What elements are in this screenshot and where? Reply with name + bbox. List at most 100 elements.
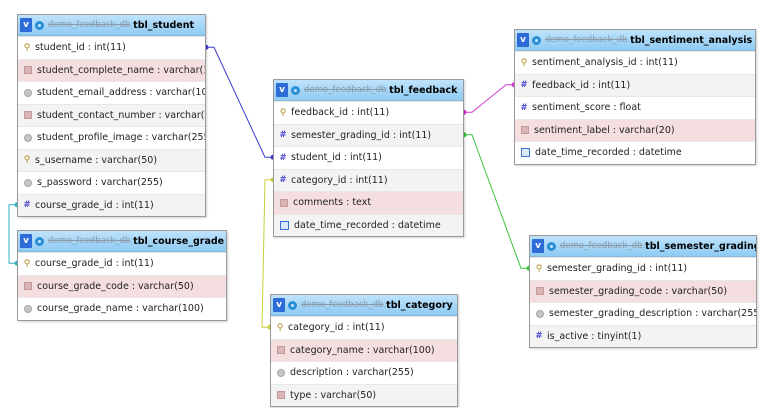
column-definition: student_complete_name : varchar(150) bbox=[37, 64, 205, 76]
nullable-icon bbox=[521, 126, 529, 135]
column-definition: s_username : varchar(50) bbox=[35, 154, 158, 166]
column-row[interactable]: ⚲category_id : int(11) bbox=[271, 316, 457, 339]
column-row[interactable]: s_password : varchar(255) bbox=[18, 171, 205, 194]
column-row[interactable]: student_contact_number : varchar(20) bbox=[18, 103, 205, 126]
key-icon: ⚲ bbox=[23, 258, 31, 269]
column-definition: student_id : int(11) bbox=[35, 42, 126, 54]
column-definition: course_grade_name : varchar(100) bbox=[37, 303, 204, 315]
column-row[interactable]: category_name : varchar(100) bbox=[271, 338, 457, 361]
numeric-hash-icon: # bbox=[279, 152, 287, 163]
toggle-view-button[interactable]: v bbox=[276, 83, 288, 97]
column-row[interactable]: ⚲ course_grade_id : int(11) bbox=[18, 252, 226, 275]
column-row[interactable]: date_time_recorded : datetime bbox=[515, 141, 755, 164]
datetime-icon bbox=[521, 148, 530, 158]
column-definition: date_time_recorded : datetime bbox=[294, 219, 441, 231]
column-row[interactable]: sentiment_label : varchar(20) bbox=[515, 118, 755, 141]
column-row[interactable]: student_profile_image : varchar(255) bbox=[18, 126, 205, 149]
column-row[interactable]: student_complete_name : varchar(150) bbox=[18, 58, 205, 81]
column-definition: student_id : int(11) bbox=[291, 152, 382, 164]
database-name: demo_feedback_db bbox=[545, 35, 628, 45]
column-definition: semester_grading_id : int(11) bbox=[291, 129, 432, 141]
numeric-hash-icon: # bbox=[279, 130, 287, 141]
column-row[interactable]: date_time_recorded : datetime bbox=[274, 213, 463, 236]
relation-line bbox=[8, 204, 17, 264]
table-tbl-sentiment-analysis[interactable]: v demo_feedback_db.tbl_sentiment_analysis… bbox=[514, 29, 756, 165]
gear-icon[interactable] bbox=[547, 241, 556, 251]
table-header[interactable]: v demo_feedback_db.tbl_sentiment_analysis bbox=[515, 30, 755, 51]
column-row[interactable]: # semester_grading_id : int(11) bbox=[274, 123, 463, 146]
column-row[interactable]: ⚲sentiment_analysis_id : int(11) bbox=[515, 51, 755, 74]
column-row[interactable]: course_grade_name : varchar(100) bbox=[18, 297, 226, 320]
table-header[interactable]: v demo_feedback_db.tbl_course_grade bbox=[18, 231, 226, 252]
column-row[interactable]: #category_id : int(11) bbox=[274, 168, 463, 191]
separator: . bbox=[627, 35, 631, 45]
column-definition: sentiment_score : float bbox=[532, 102, 641, 114]
column-row[interactable]: ⚲ s_username : varchar(50) bbox=[18, 148, 205, 171]
nullable-icon bbox=[277, 391, 285, 400]
column-definition: description : varchar(255) bbox=[290, 367, 414, 379]
database-name: demo_feedback_db bbox=[301, 300, 384, 310]
column-definition: is_active : tinyint(1) bbox=[547, 330, 642, 342]
separator: . bbox=[130, 236, 134, 246]
key-icon: ⚲ bbox=[535, 263, 543, 274]
nullable-icon bbox=[24, 282, 32, 291]
column-row[interactable]: #course_grade_id : int(11) bbox=[18, 193, 205, 216]
column-row[interactable]: semester_grading_description : varchar(2… bbox=[530, 302, 756, 325]
separator: . bbox=[386, 85, 390, 95]
column-row[interactable]: comments : text bbox=[274, 191, 463, 214]
text-column-icon bbox=[24, 304, 32, 313]
column-row[interactable]: description : varchar(255) bbox=[271, 361, 457, 384]
text-column-icon bbox=[277, 368, 285, 377]
table-name: tbl_sentiment_analysis bbox=[630, 34, 753, 46]
numeric-hash-icon: # bbox=[535, 331, 543, 342]
column-row[interactable]: # is_active : tinyint(1) bbox=[530, 324, 756, 347]
toggle-view-button[interactable]: v bbox=[20, 18, 32, 32]
toggle-view-button[interactable]: v bbox=[532, 239, 544, 253]
gear-icon[interactable] bbox=[291, 85, 300, 95]
table-name: tbl_semester_grading bbox=[645, 240, 756, 252]
column-row[interactable]: ⚲feedback_id : int(11) bbox=[274, 101, 463, 124]
column-row[interactable]: course_grade_code : varchar(50) bbox=[18, 274, 226, 297]
column-definition: semester_grading_description : varchar(2… bbox=[549, 308, 756, 320]
toggle-view-button[interactable]: v bbox=[517, 33, 529, 47]
separator: . bbox=[383, 300, 387, 310]
gear-icon[interactable] bbox=[532, 35, 541, 45]
table-tbl-course-grade[interactable]: v demo_feedback_db.tbl_course_grade ⚲ cours… bbox=[17, 230, 227, 321]
numeric-hash-icon: # bbox=[520, 80, 528, 91]
gear-icon[interactable] bbox=[35, 20, 44, 30]
column-row[interactable]: semester_grading_code : varchar(50) bbox=[530, 279, 756, 302]
column-row[interactable]: ⚲semester_grading_id : int(11) bbox=[530, 257, 756, 280]
toggle-view-button[interactable]: v bbox=[20, 234, 32, 248]
database-name: demo_feedback_db bbox=[560, 241, 643, 251]
text-column-icon bbox=[24, 133, 32, 142]
column-row[interactable]: ⚲student_id : int(11) bbox=[18, 36, 205, 59]
relation-line bbox=[206, 46, 273, 158]
table-name: tbl_course_grade bbox=[133, 235, 225, 247]
column-row[interactable]: type : varchar(50) bbox=[271, 383, 457, 406]
datetime-icon bbox=[280, 220, 289, 230]
key-icon: ⚲ bbox=[23, 155, 31, 166]
column-row[interactable]: # feedback_id : int(11) bbox=[515, 73, 755, 96]
gear-icon[interactable] bbox=[288, 300, 297, 310]
gear-icon[interactable] bbox=[35, 236, 44, 246]
key-icon: ⚲ bbox=[276, 322, 284, 333]
column-definition: course_grade_id : int(11) bbox=[35, 258, 154, 270]
column-definition: sentiment_analysis_id : int(11) bbox=[532, 57, 678, 69]
numeric-hash-icon: # bbox=[23, 200, 31, 211]
database-name: demo_feedback_db bbox=[48, 236, 131, 246]
column-definition: student_profile_image : varchar(255) bbox=[37, 132, 205, 144]
column-row[interactable]: student_email_address : varchar(100) bbox=[18, 81, 205, 104]
column-row[interactable]: # student_id : int(11) bbox=[274, 146, 463, 169]
column-definition: feedback_id : int(11) bbox=[532, 79, 631, 91]
toggle-view-button[interactable]: v bbox=[273, 298, 285, 312]
column-row[interactable]: #sentiment_score : float bbox=[515, 96, 755, 119]
nullable-icon bbox=[24, 66, 32, 75]
